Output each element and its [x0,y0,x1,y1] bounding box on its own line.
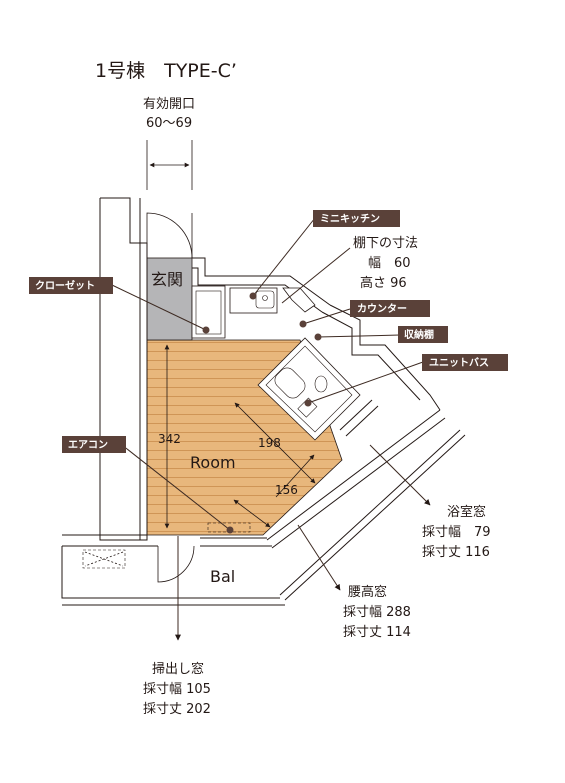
closet-tag: クローゼット [29,277,113,294]
outdoor-unit [82,549,126,569]
bath-window-2 [345,405,379,437]
balcony-door-swing [157,545,195,583]
entrance-door-swing [146,212,193,259]
waist-window-width: 採寸幅 288 [343,605,411,620]
closet-leader [111,284,207,331]
dim-width-line [233,499,271,528]
dim-diagonal-line [234,402,316,484]
door-opening-value: 60〜69 [146,116,192,131]
unit-bath-tub [274,367,306,399]
counter-dot [299,320,307,328]
mini-kitchen-drain [262,295,268,301]
svg-text:エアコン: エアコン [68,439,108,451]
balcony-rail-2 [284,434,466,601]
shelf-under-leader [281,247,351,304]
wall-right-inner [321,311,421,401]
door-opening-label: 有効開口 [143,97,195,112]
entrance-label: 玄関 [151,270,183,289]
mini-kitchen-tag: ミニキッチン [313,210,400,227]
plan-title: 1号棟 TYPE-C’ [95,60,237,82]
closet-inner [195,290,222,335]
unit-bath-toilet [314,375,328,393]
mini-kitchen-dot [249,292,257,300]
dim-width: 156 [275,483,298,497]
wall-right-outer [329,304,441,411]
bath-window-height: 採寸丈 116 [422,545,490,560]
closet-dot [202,326,210,334]
bath-window [339,399,373,431]
mini-kitchen-box [229,287,278,314]
shelf-under-label: 棚下の寸法 [353,236,418,251]
unit-bath-tag: ユニットバス [422,354,508,371]
counter-shape [282,287,316,313]
shelf-under-height: 高さ 96 [360,275,407,291]
bath-window-width: 採寸幅 79 [422,525,491,540]
air-conditioner-dot [226,526,234,534]
counter-tag: カウンター [350,300,430,317]
svg-text:ミニキッチン: ミニキッチン [320,213,380,225]
bath-window-label: 浴室窓 [447,504,486,520]
dim-length: 342 [158,432,181,446]
mini-kitchen-leader [252,217,316,297]
waist-window-leader [297,524,341,591]
unit-bath-dot [304,399,312,407]
bath-window-leader [369,444,431,506]
sweep-window-height: 採寸丈 202 [143,702,211,717]
sweep-window-width: 採寸幅 105 [143,682,211,697]
outdoor-unit-x2 [84,551,124,567]
counter-leader [302,308,351,325]
dim-width-line-2 [275,454,315,498]
balcony-label: Bal [210,567,235,586]
svg-text:ユニットバス: ユニットバス [429,357,489,369]
room-label: Room [190,453,236,472]
svg-text:クローゼット: クローゼット [35,279,95,292]
svg-text:収納棚: 収納棚 [404,328,434,341]
balcony-rail-1 [279,429,461,596]
air-conditioner-tag: エアコン [62,436,126,453]
unit-bath-leader [307,361,424,404]
storage-leader [317,334,401,338]
storage-dot [314,333,322,341]
shelf-under-width: 幅 60 [368,256,411,271]
wall-diag-1 [266,409,441,541]
air-conditioner-leader [121,444,231,531]
dim-diagonal: 198 [258,436,281,450]
waist-window-height: 採寸丈 114 [343,625,411,640]
svg-text:カウンター: カウンター [357,303,407,315]
mini-kitchen-sink [255,290,275,309]
entrance-floor [146,257,193,341]
sweep-window-label: 掃出し窓 [152,661,204,677]
balcony-outer [61,546,280,599]
wall-diag-2 [271,417,446,549]
storage-shelf-tag: 収納棚 [398,326,448,343]
waist-window-label: 腰高窓 [348,584,387,600]
